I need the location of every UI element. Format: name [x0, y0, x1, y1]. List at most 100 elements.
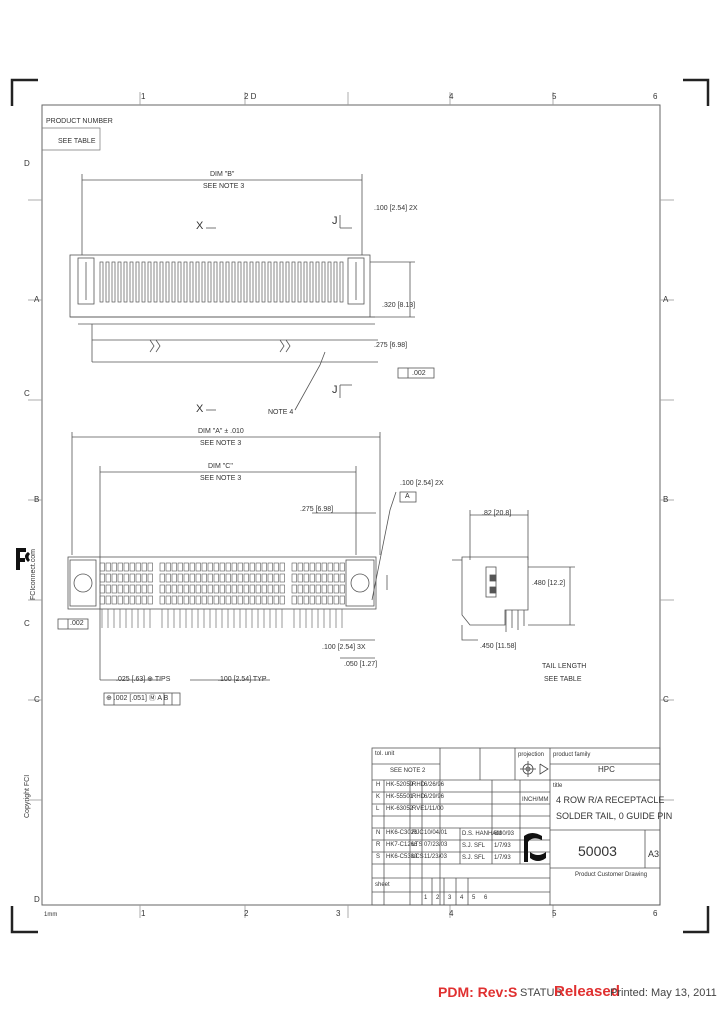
sheet-cell: 4	[460, 895, 464, 901]
contact-cell	[147, 584, 153, 594]
contact-cell	[237, 562, 243, 572]
revision-cell: LTS	[412, 842, 423, 848]
zone-bottom-1: 1	[141, 909, 146, 918]
contact-cell	[195, 595, 201, 605]
contact-cell	[195, 584, 201, 594]
contact-cell	[213, 595, 219, 605]
contact-cell	[267, 562, 273, 572]
sheet-cell: 2	[436, 895, 440, 901]
contact-cell	[327, 562, 333, 572]
printed-date: Printed: May 13, 2011	[610, 987, 717, 999]
contact-cell	[243, 584, 249, 594]
contact-cell	[165, 573, 171, 583]
contact-cell	[273, 595, 279, 605]
dim-025: .025 [.63] ⊕ TIPS	[116, 676, 171, 683]
contact-cell	[333, 584, 339, 594]
zone-top-2: 2 D	[244, 92, 257, 101]
contact-cell	[177, 584, 183, 594]
title-label: title	[553, 783, 563, 789]
contact-slot	[189, 261, 194, 303]
revision-cell: R	[376, 842, 381, 848]
contact-cell	[183, 595, 189, 605]
flatness-2: .002	[70, 620, 84, 627]
dim-thick: .275 [6.98]	[374, 342, 408, 349]
contact-slot	[327, 261, 332, 303]
contact-cell	[201, 584, 207, 594]
contact-cell	[279, 562, 285, 572]
contact-slot	[171, 261, 176, 303]
contact-cell	[291, 573, 297, 583]
contact-cell	[309, 584, 315, 594]
revision-cell: RJC	[412, 830, 424, 836]
contact-cell	[129, 562, 135, 572]
contact-cell	[261, 562, 267, 572]
contact-cell	[171, 584, 177, 594]
contact-cell	[207, 573, 213, 583]
contact-slot	[177, 261, 182, 303]
contact-slot	[285, 261, 290, 303]
contact-cell	[135, 562, 141, 572]
contact-slot	[225, 261, 230, 303]
contact-slot	[237, 261, 242, 303]
dim-top-a: DIM "B"	[210, 171, 235, 178]
contact-cell	[99, 562, 105, 572]
dim-height: .320 [8.13]	[382, 302, 416, 309]
product-number-label: PRODUCT NUMBER	[46, 118, 113, 125]
contact-cell	[207, 562, 213, 572]
side-dim-mid: .480 [12.2]	[532, 580, 566, 587]
contact-cell	[273, 573, 279, 583]
contact-cell	[267, 573, 273, 583]
sheet-cell: 1	[424, 895, 428, 901]
contact-cell	[189, 584, 195, 594]
size: A3	[648, 849, 660, 859]
tolerance-label: tol. unit	[375, 751, 395, 757]
contact-slot	[141, 261, 146, 303]
contact-cell	[321, 573, 327, 583]
contact-cell	[249, 573, 255, 583]
dim-mid-a: DIM "A" ± .010	[198, 428, 244, 435]
contact-cell	[213, 573, 219, 583]
contact-cell	[219, 562, 225, 572]
checker-cell: D.S. HANHAM	[462, 831, 502, 837]
contact-cell	[123, 562, 129, 572]
contact-cell	[105, 573, 111, 583]
dim-top-a-note: SEE NOTE 3	[203, 183, 245, 190]
section-j-bottom: J	[332, 384, 338, 396]
contact-cell	[327, 573, 333, 583]
contact-cell	[183, 584, 189, 594]
contact-cell	[333, 573, 339, 583]
contact-slot	[273, 261, 278, 303]
revision-cell: 07/23/03	[424, 842, 448, 848]
contact-cell	[303, 584, 309, 594]
revision-cell: K	[376, 794, 381, 800]
dim-275: .275 [6.98]	[300, 506, 334, 513]
contact-cell	[111, 573, 117, 583]
contact-cell	[135, 573, 141, 583]
contact-slot	[243, 261, 248, 303]
contact-slot	[255, 261, 260, 303]
contact-cell	[183, 562, 189, 572]
contact-slot	[111, 261, 116, 303]
contact-cell	[231, 573, 237, 583]
contact-cell	[333, 595, 339, 605]
contact-cell	[327, 595, 333, 605]
contact-slot	[297, 261, 302, 303]
contact-cell	[315, 573, 321, 583]
contact-cell	[273, 562, 279, 572]
checker-cell: S.J. SFL	[462, 843, 486, 849]
contact-cell	[129, 573, 135, 583]
section-x-bottom: X	[196, 403, 204, 415]
contact-cell	[309, 562, 315, 572]
contact-cell	[267, 595, 273, 605]
contact-cell	[105, 562, 111, 572]
contact-cell	[321, 595, 327, 605]
pdm-rev: PDM: Rev:S	[438, 984, 518, 1000]
contact-cell	[237, 573, 243, 583]
sheet-cell: 6	[484, 895, 488, 901]
title-line-1: 4 ROW R/A RECEPTACLE	[556, 795, 665, 805]
side-dim-top: .82 [20.8]	[482, 510, 512, 517]
drawing-type: Product Customer Drawing	[575, 872, 648, 878]
section-j-top: J	[332, 215, 338, 227]
contact-cell	[219, 584, 225, 594]
